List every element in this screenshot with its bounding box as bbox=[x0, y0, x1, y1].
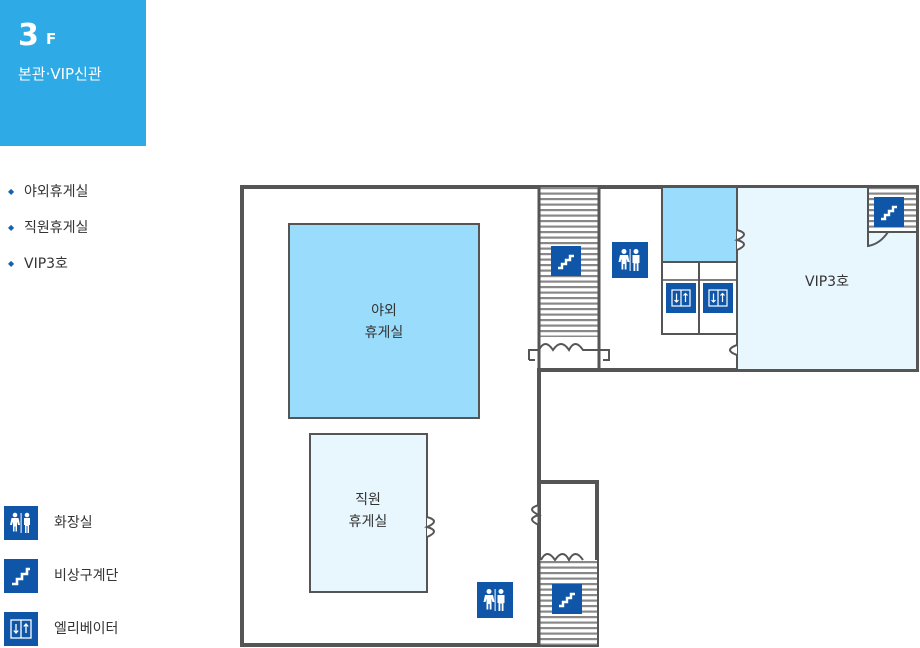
restroom-icon bbox=[477, 582, 513, 618]
outdoor-lounge-label-line2: 휴게실 bbox=[365, 325, 404, 341]
building-name: 본관·VIP신관 bbox=[18, 65, 102, 83]
staff-lounge-label-line1: 직원 bbox=[355, 492, 381, 508]
restroom-icon bbox=[612, 242, 648, 278]
emergency-stairs-icon bbox=[4, 559, 38, 593]
room-list-item-staff-lounge[interactable]: 직원휴게실 bbox=[8, 214, 88, 250]
emergency-stairs-icon bbox=[549, 244, 583, 278]
floor-badge: 3 F 본관·VIP신관 bbox=[0, 0, 146, 146]
emergency-stairs-icon bbox=[550, 582, 584, 616]
room-list-item-vip3[interactable]: VIP3호 bbox=[8, 250, 88, 286]
legend-item-stairs: 비상구계단 bbox=[4, 559, 174, 593]
elevator-icon bbox=[702, 282, 734, 314]
floor-unit: F bbox=[46, 30, 57, 48]
outdoor-lounge[interactable]: 야외 휴게실 bbox=[288, 223, 480, 419]
emergency-stairs-icon bbox=[872, 195, 906, 229]
legend-label-restroom: 화장실 bbox=[54, 515, 93, 531]
floor-number: 3 bbox=[18, 18, 40, 53]
restroom-icon bbox=[4, 506, 38, 540]
stair-shaft-south bbox=[531, 482, 597, 645]
vip3-label: VIP3호 bbox=[805, 274, 849, 290]
legend-label-stairs: 비상구계단 bbox=[54, 568, 119, 584]
legend-label-elevator: 엘리베이터 bbox=[54, 621, 119, 637]
outdoor-lounge-label-line1: 야외 bbox=[371, 303, 397, 319]
legend-item-elevator: 엘리베이터 bbox=[4, 612, 174, 646]
vip3-room[interactable]: VIP3호 bbox=[729, 186, 918, 371]
elevator-icon bbox=[4, 612, 38, 646]
legend-item-restroom: 화장실 bbox=[4, 506, 174, 540]
elevator-icon bbox=[665, 282, 697, 314]
staff-lounge-label-line2: 휴게실 bbox=[349, 514, 388, 530]
elevator-core bbox=[661, 186, 738, 335]
room-list-item-outdoor-lounge[interactable]: 야외휴게실 bbox=[8, 178, 88, 214]
room-list: 야외휴게실 직원휴게실 VIP3호 bbox=[8, 178, 88, 286]
stair-shaft-north bbox=[528, 187, 610, 370]
staff-lounge[interactable]: 직원 휴게실 bbox=[309, 433, 435, 593]
